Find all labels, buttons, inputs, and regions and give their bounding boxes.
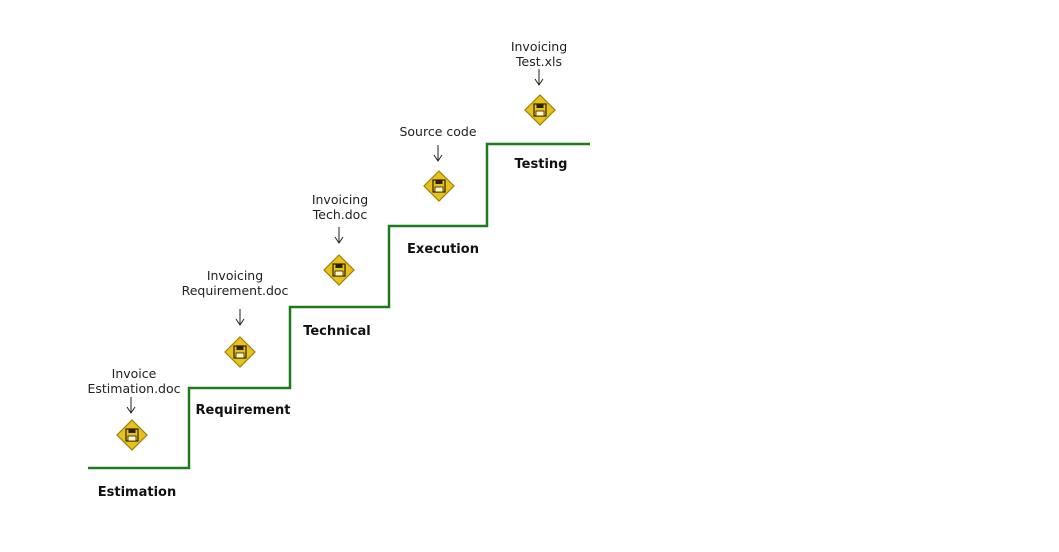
disk-save-icon	[524, 94, 556, 126]
disk-save-icon	[323, 254, 355, 286]
stage-label-testing: Testing	[514, 157, 568, 172]
down-arrow-icon	[534, 69, 544, 86]
stage-label-estimation: Estimation	[97, 485, 177, 500]
document-label-estimation: Invoice Estimation.doc	[87, 366, 181, 396]
document-label-testing: Invoicing Test.xls	[510, 39, 568, 69]
disk-save-icon	[116, 419, 148, 451]
stage-label-technical: Technical	[303, 324, 371, 339]
stage-label-execution: Execution	[407, 242, 479, 257]
document-label-requirement: Invoicing Requirement.doc	[181, 268, 289, 298]
down-arrow-icon	[433, 145, 443, 162]
document-label-technical: Invoicing Tech.doc	[311, 192, 369, 222]
down-arrow-icon	[126, 397, 136, 414]
down-arrow-icon	[235, 309, 245, 326]
disk-save-icon	[423, 170, 455, 202]
disk-save-icon	[224, 336, 256, 368]
stage-label-requirement: Requirement	[195, 403, 291, 418]
down-arrow-icon	[334, 227, 344, 244]
document-label-execution: Source code	[399, 124, 477, 139]
